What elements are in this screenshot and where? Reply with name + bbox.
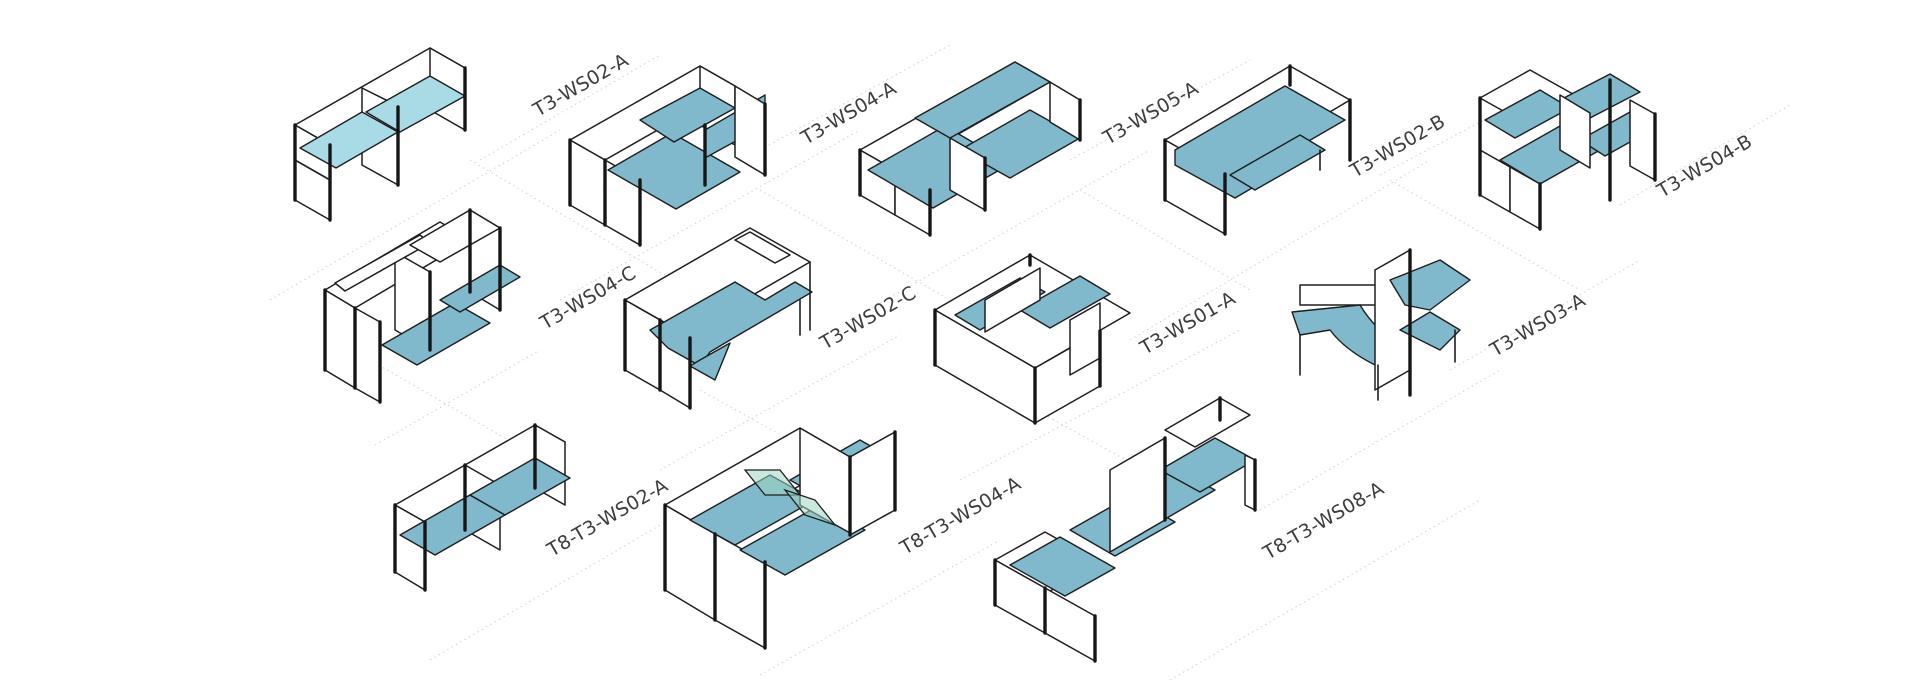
workstation-t3-ws04-a (568, 65, 767, 247)
workstation-t3-ws02-a (293, 47, 467, 222)
label-t3-ws02-c: T3-WS02-C (816, 282, 920, 355)
workstation-t8-t3-ws04-a (663, 427, 897, 650)
iso-grid-lines (269, 44, 1791, 680)
workstation-t3-ws03-a (1291, 248, 1471, 401)
workstation-t3-ws04-c (323, 208, 521, 404)
workstation-t8-t3-ws02-a (393, 423, 571, 592)
workstation-t3-ws04-b (1478, 69, 1657, 231)
label-t8-t3-ws08-a: T8-T3-WS08-A (1259, 478, 1388, 565)
workstation-t3-ws05-a (858, 61, 1082, 237)
workstation-t8-t3-ws08-a (993, 396, 1257, 663)
label-t3-ws02-a: T3-WS02-A (529, 49, 633, 122)
label-t8-t3-ws04-a: T8-T3-WS04-A (896, 473, 1025, 560)
label-t3-ws03-a: T3-WS03-A (1486, 289, 1590, 362)
workstation-t3-ws02-c (623, 227, 813, 410)
label-t3-ws01-a: T3-WS01-A (1136, 287, 1240, 360)
workstation-t3-ws02-b (1163, 64, 1352, 236)
workstation-t3-ws01-a (933, 253, 1131, 425)
label-t3-ws04-b: T3-WS04-B (1653, 130, 1757, 202)
